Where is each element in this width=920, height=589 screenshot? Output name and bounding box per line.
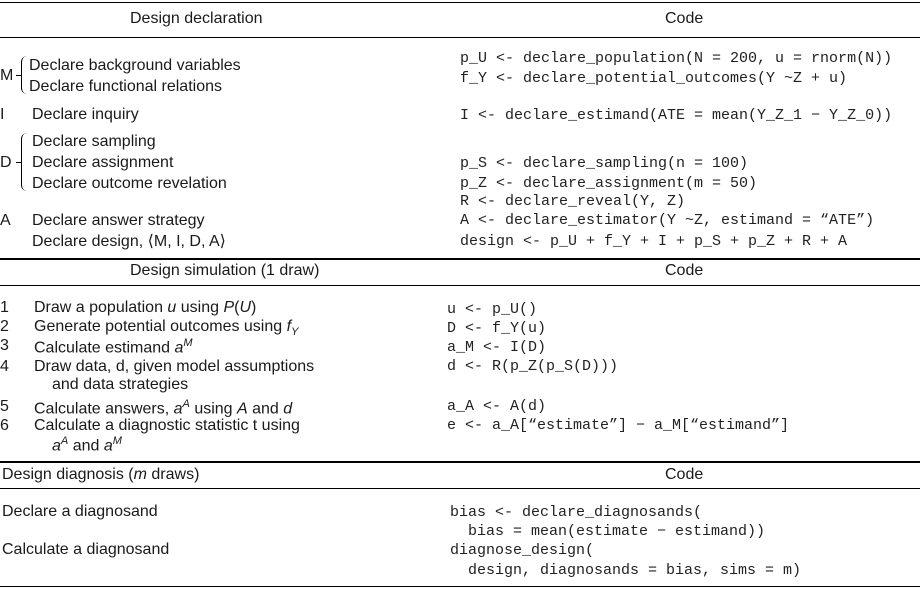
section-rule-1 [0, 258, 920, 260]
section2-header-left: Design simulation (1 draw) [130, 262, 320, 279]
simulation-step: Calculate answers, aA using A and d [34, 398, 293, 418]
code-line: diagnose_design( [450, 542, 595, 559]
code-line: p_Z <- declare_assignment(m = 50) [460, 175, 758, 192]
section-rule-2 [0, 461, 920, 463]
simulation-step: and data strategies [52, 376, 189, 393]
header-rule-3 [0, 488, 920, 489]
code-line: e <- a_A[“estimate”] − a_M[“estimand”] [447, 417, 790, 434]
step-number: 4 [0, 358, 9, 375]
diagnosis-row: Declare a diagnosand [2, 503, 158, 520]
step-number: 1 [0, 299, 9, 316]
group-label-a: A [0, 212, 11, 229]
code-line: p_U <- declare_population(N = 200, u = r… [460, 50, 893, 67]
declaration-row: Declare sampling [32, 133, 156, 150]
simulation-step: Calculate estimand aM [34, 337, 193, 357]
brace-m [16, 56, 28, 94]
code-line: f_Y <- declare_potential_outcomes(Y ~Z +… [460, 70, 848, 87]
step-number: 6 [0, 417, 9, 434]
code-line: u <- p_U() [447, 301, 538, 318]
declaration-row: Declare inquiry [32, 106, 139, 123]
code-line: R <- declare_reveal(Y, Z) [460, 193, 686, 210]
step-number: 3 [0, 337, 9, 354]
code-line: design <- p_U + f_Y + I + p_S + p_Z + R … [460, 233, 848, 250]
code-line: bias = mean(estimate − estimand)) [450, 523, 766, 540]
group-label-i: I [0, 106, 5, 123]
section1-header-right: Code [665, 10, 704, 27]
code-line: A <- declare_estimator(Y ~Z, estimand = … [460, 212, 875, 229]
declaration-row: Declare design, ⟨M, I, D, A⟩ [32, 233, 226, 250]
step-number: 2 [0, 318, 9, 335]
diagnosis-row: Calculate a diagnosand [2, 541, 170, 558]
code-line: D <- f_Y(u) [447, 320, 547, 337]
section3-header-right: Code [665, 466, 704, 483]
simulation-step: Generate potential outcomes using fY [34, 318, 299, 339]
code-line: a_A <- A(d) [447, 398, 547, 415]
declaration-row: Declare background variables [29, 57, 241, 74]
step-number: 5 [0, 398, 9, 415]
code-line: p_S <- declare_sampling(n = 100) [460, 155, 749, 172]
section1-header-left: Design declaration [130, 10, 263, 27]
simulation-step: Calculate a diagnostic statistic t using [34, 417, 300, 434]
code-line: design, diagnosands = bias, sims = m) [450, 562, 802, 579]
section3-header-left: Design diagnosis (m draws) [2, 466, 200, 483]
header-rule-2 [0, 285, 920, 286]
group-label-d: D [0, 154, 12, 171]
code-line: d <- R(p_Z(p_S(D))) [447, 358, 619, 375]
section2-header-right: Code [665, 262, 704, 279]
declaration-row: Declare functional relations [29, 78, 222, 95]
declaration-row: Declare answer strategy [32, 212, 205, 229]
code-line: I <- declare_estimand(ATE = mean(Y_Z_1 −… [460, 107, 893, 124]
group-label-m: M [0, 67, 14, 84]
declaration-row: Declare outcome revelation [32, 175, 227, 192]
bottom-rule [0, 586, 920, 588]
brace-d [16, 133, 28, 191]
code-line: bias <- declare_diagnosands( [450, 504, 703, 521]
simulation-step: Draw data, d, given model assumptions [34, 358, 315, 375]
declaration-row: Declare assignment [32, 154, 174, 171]
simulation-step: aA and aM [52, 435, 122, 455]
top-rule [0, 2, 920, 4]
header-rule-1 [0, 37, 920, 38]
code-line: a_M <- I(D) [447, 339, 547, 356]
simulation-step: Draw a population u using P(U) [34, 299, 257, 316]
